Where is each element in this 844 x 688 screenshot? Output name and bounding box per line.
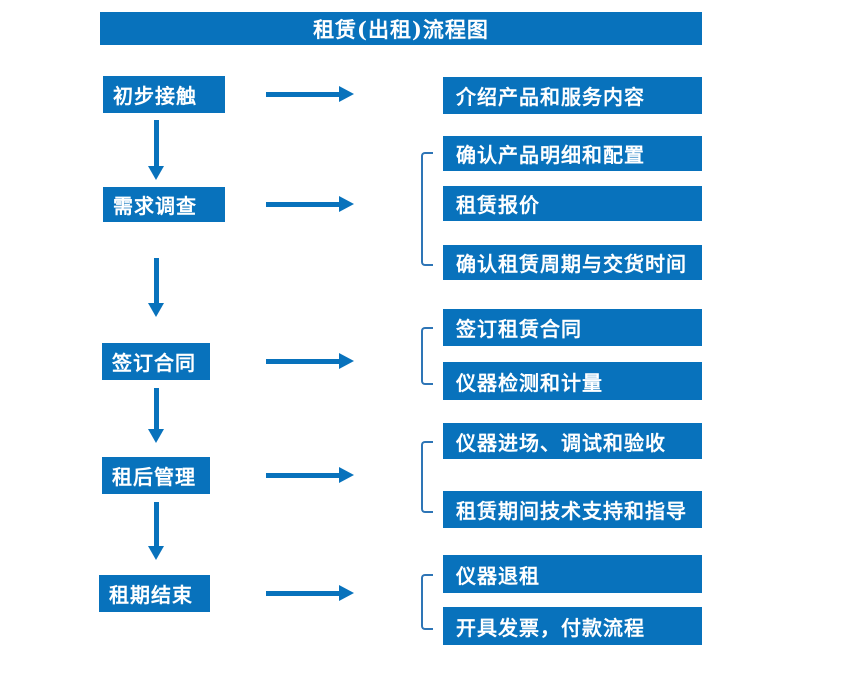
flow-detail-introduce-products: 介绍产品和服务内容 <box>443 77 702 114</box>
flow-detail-instrument-return: 仪器退租 <box>443 555 702 593</box>
flow-detail-confirm-period-delivery: 确认租赁周期与交货时间 <box>443 245 702 280</box>
group-bracket <box>421 327 433 385</box>
flow-step-initial-contact: 初步接触 <box>103 76 225 113</box>
flow-step-post-rental-management: 租后管理 <box>102 457 210 494</box>
group-bracket <box>421 152 433 266</box>
flow-detail-instrument-testing: 仪器检测和计量 <box>443 362 702 400</box>
page-title: 租赁(出租)流程图 <box>100 12 702 45</box>
flow-step-sign-contract: 签订合同 <box>102 343 210 380</box>
flow-detail-sign-rental-contract: 签订租赁合同 <box>443 309 702 346</box>
flow-step-demand-survey: 需求调查 <box>103 187 225 222</box>
flow-detail-instrument-arrival-acceptance: 仪器进场、调试和验收 <box>443 423 702 459</box>
group-bracket <box>421 574 433 630</box>
flow-step-rental-end: 租期结束 <box>99 575 210 612</box>
group-bracket <box>421 441 433 513</box>
flow-detail-confirm-product-config: 确认产品明细和配置 <box>443 136 702 171</box>
flow-detail-rental-tech-support: 租赁期间技术支持和指导 <box>443 491 702 528</box>
flow-detail-rental-quote: 租赁报价 <box>443 186 702 221</box>
flow-detail-invoice-payment: 开具发票，付款流程 <box>443 607 702 645</box>
